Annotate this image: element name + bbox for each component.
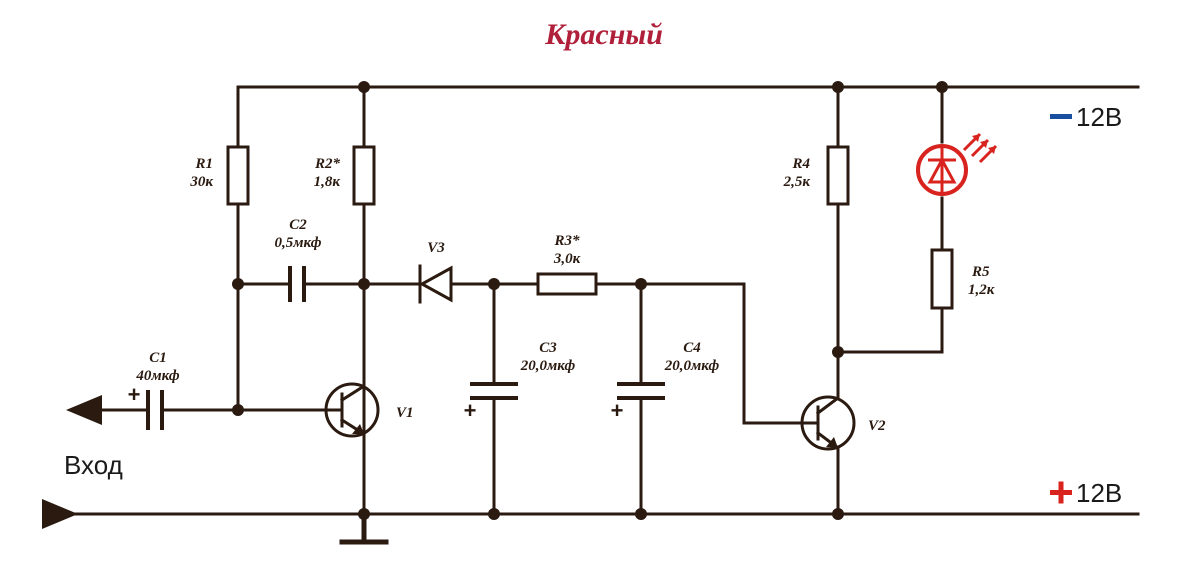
r5-value: 1,2к — [968, 282, 995, 298]
v1-ref: V1 — [396, 405, 414, 421]
r3-value: 3,0к — [553, 251, 581, 267]
v2-ref: V2 — [868, 418, 886, 434]
c4-capacitor — [617, 382, 665, 400]
input-label: Вход — [64, 450, 123, 480]
junction-dots — [232, 81, 948, 520]
c4-ref: C4 — [683, 340, 701, 356]
r1-resistor — [226, 145, 250, 206]
r2-ref: R2* — [314, 156, 341, 172]
r2-value: 1,8к — [314, 174, 341, 190]
led-r5-wire — [836, 85, 944, 354]
r1-ref: R1 — [194, 156, 213, 172]
v3-ref: V3 — [427, 240, 445, 256]
c4-value: 20,0мкф — [664, 358, 720, 374]
r4-value: 2,5к — [783, 174, 811, 190]
minus-12v-label: 12В — [1050, 102, 1122, 132]
c2-ref: C2 — [289, 217, 307, 233]
r5-ref: R5 — [971, 264, 990, 280]
svg-text:12В: 12В — [1076, 102, 1122, 132]
c3-ref: C3 — [539, 340, 557, 356]
c4-plus: + — [611, 398, 624, 423]
c1-plus: + — [128, 382, 141, 407]
v3-diode — [418, 264, 453, 304]
plus-12v-label: 12В — [1050, 478, 1122, 508]
led-icon — [916, 132, 998, 196]
v1-transistor — [236, 382, 380, 438]
r2-resistor — [352, 145, 376, 206]
c2-value: 0,5мкф — [275, 235, 322, 251]
c3-plus: + — [464, 398, 477, 423]
r5-resistor — [930, 248, 954, 310]
v2-transistor — [800, 394, 856, 516]
r3-ref: R3* — [553, 233, 580, 249]
r4-ref: R4 — [791, 156, 810, 172]
c1-ref: C1 — [149, 350, 167, 366]
svg-text:12В: 12В — [1076, 478, 1122, 508]
v3-wire — [362, 282, 820, 425]
c1-capacitor — [146, 390, 164, 430]
c2-capacitor — [288, 266, 306, 302]
c1-value: 40мкф — [135, 368, 180, 384]
r4-resistor — [826, 145, 850, 206]
c3-capacitor — [470, 382, 518, 400]
c3-value: 20,0мкф — [520, 358, 576, 374]
r3-resistor — [536, 272, 598, 296]
r1-value: 30к — [189, 174, 213, 190]
diagram-title: Красный — [544, 18, 663, 51]
